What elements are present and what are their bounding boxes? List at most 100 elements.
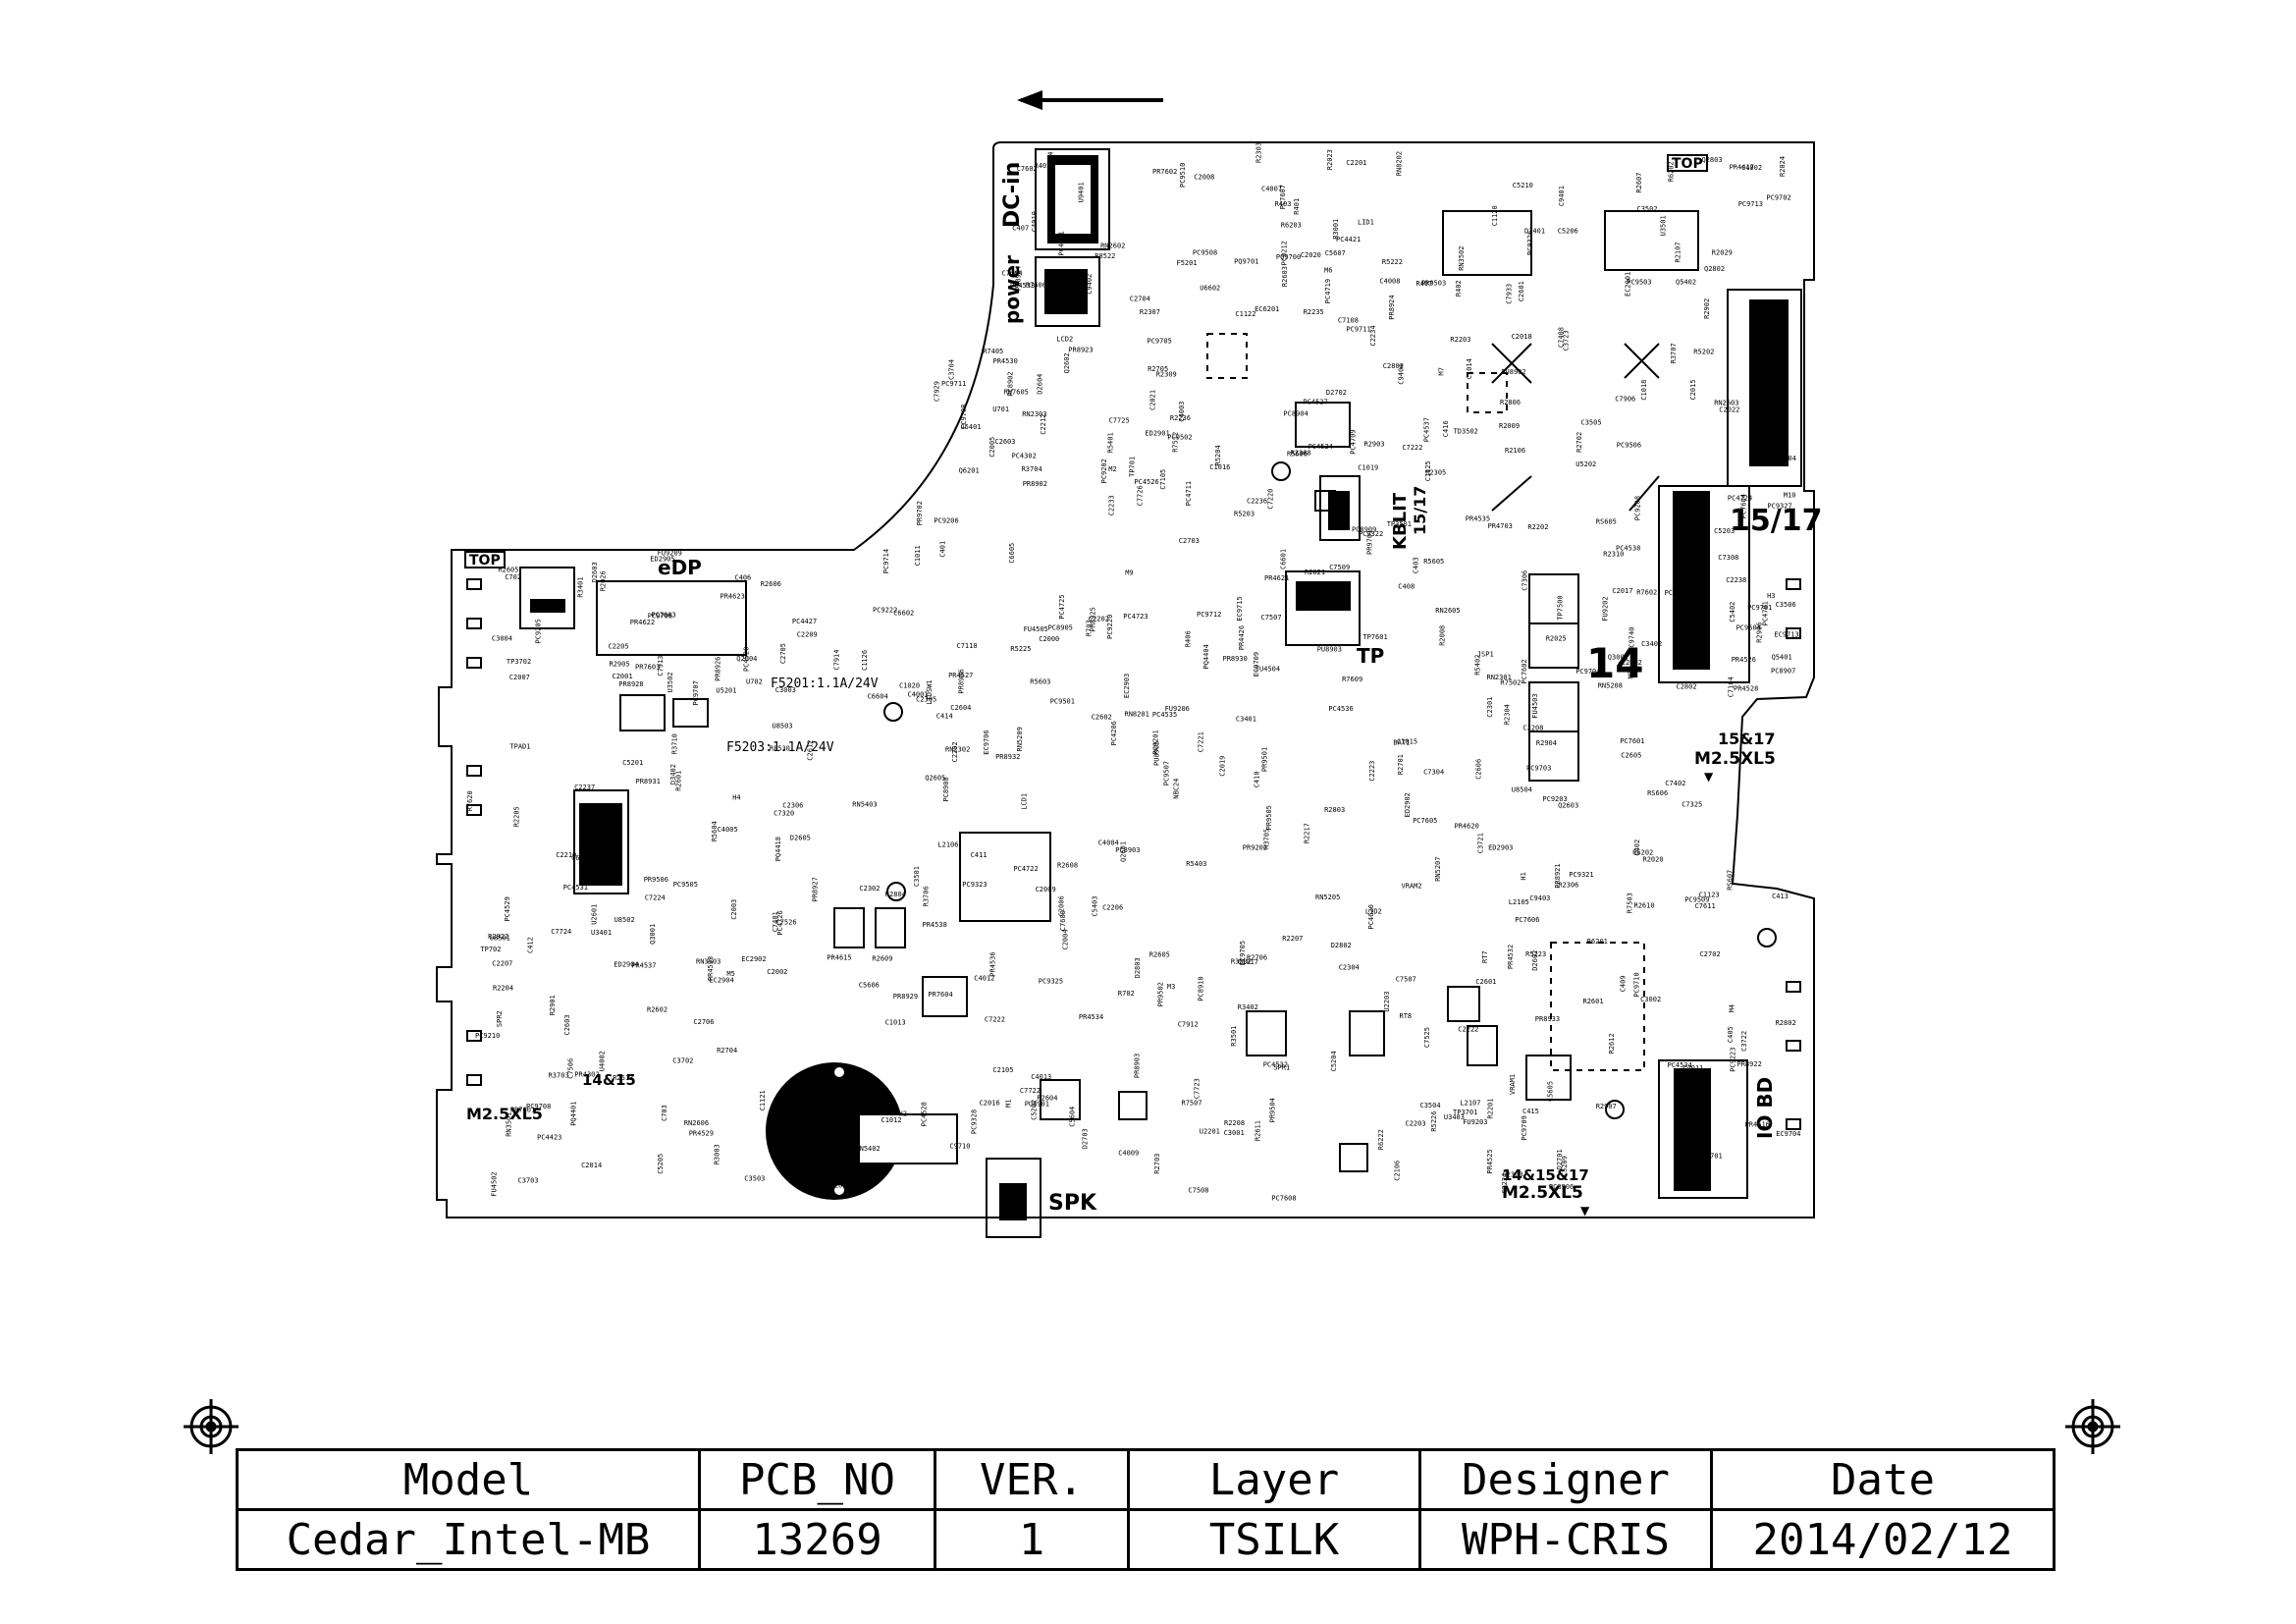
refdes-label: C408 — [1398, 583, 1415, 591]
refdes-label: PR8930 — [1223, 655, 1248, 663]
refdes-label: R5403 — [1186, 860, 1206, 868]
label-hole-bottom: 14&15&17 — [1502, 1166, 1589, 1184]
refdes-label: U2201 — [1200, 1128, 1220, 1136]
refdes-label: R5222 — [1382, 258, 1403, 266]
refdes-label: PC8901 — [1665, 589, 1689, 597]
refdes-label: PC9703 — [1526, 765, 1551, 773]
refdes-label: C2210 — [556, 851, 576, 859]
refdes-label: C1011 — [914, 545, 922, 566]
refdes-label: U8502 — [614, 916, 635, 924]
refdes-label: R7506 — [1026, 282, 1046, 290]
refdes-label: ED2904 — [614, 961, 638, 969]
refdes-label: C2209 — [797, 630, 818, 638]
board-labels: DC-in power eDP TOP TOP KBLIT 15/17 TP S… — [464, 154, 1822, 1218]
refdes-label: PC9328 — [971, 1110, 979, 1134]
refdes-label: C4005 — [718, 826, 738, 834]
refdes-label: PC9321 — [1569, 871, 1593, 879]
value-date: 2014/02/12 — [1710, 1508, 2056, 1571]
refdes-label: C7507 — [1396, 976, 1416, 984]
refdes-label: R7602 — [1636, 589, 1657, 597]
refdes-label: C402 — [1633, 839, 1641, 856]
refdes-label: C1017 — [1238, 958, 1258, 966]
refdes-label: R2806 — [1500, 399, 1521, 406]
refdes-label: D2703 — [1082, 1128, 1090, 1149]
label-hole-left: M2.5XL5 — [466, 1105, 543, 1123]
refdes-label: PC9504 — [1736, 624, 1761, 632]
refdes-label: PC9708 — [526, 1103, 551, 1110]
refdes-label: R2904 — [1536, 739, 1557, 747]
refdes-label: RS605 — [1596, 518, 1617, 526]
refdes-label: C703 — [661, 1105, 668, 1121]
vram2-pad — [1604, 210, 1699, 271]
refdes-label: H1 — [1520, 872, 1527, 880]
refdes-label: R2208 — [1224, 1119, 1245, 1127]
refdes-label: R2236 — [1170, 414, 1191, 422]
refdes-label: PR4703 — [1488, 522, 1513, 530]
refdes-label: RN2606 — [684, 1119, 709, 1127]
refdes-label: C3503 — [744, 1175, 765, 1183]
refdes-label: C7602 — [1017, 165, 1038, 173]
refdes-label: C2018 — [1512, 333, 1532, 341]
refdes-label: NBC24 — [1173, 779, 1181, 799]
refdes-label: C6605 — [1008, 543, 1016, 564]
refdes-label: R2201 — [1487, 1099, 1495, 1119]
refdes-label: C2701 — [824, 1086, 831, 1107]
refdes-label: M7 — [1438, 367, 1446, 375]
refdes-label: PC9510 — [1179, 163, 1187, 188]
refdes-label: C2002 — [767, 968, 787, 976]
refdes-label: C2603 — [994, 438, 1015, 446]
refdes-label: C7906 — [1615, 396, 1635, 404]
refdes-label: PQ9701 — [1234, 257, 1258, 265]
value-layer: TSILK — [1127, 1508, 1421, 1571]
refdes-label: R2906 — [1756, 623, 1764, 643]
refdes-label: PC9507 — [1163, 761, 1171, 785]
refdes-label: C2021 — [1148, 390, 1156, 410]
refdes-label: R5226 — [1430, 1111, 1438, 1132]
refdes-label: PR7604 — [928, 991, 952, 999]
refdes-label: PR8922 — [1737, 1060, 1762, 1068]
refdes-label: R2026 — [600, 570, 608, 591]
refdes-label: BAT1 — [1393, 739, 1410, 747]
refdes-label: PC9506 — [1617, 441, 1641, 449]
refdes-label: U8501 — [490, 934, 510, 942]
refdes-label: EC9706 — [983, 730, 990, 754]
refdes-label: PR9506 — [644, 876, 668, 884]
refdes-label: R7405 — [983, 348, 1003, 355]
refdes-label: C2604 — [950, 704, 971, 712]
refdes-label: C7912 — [1178, 1021, 1199, 1029]
refdes-label: R404 — [1780, 455, 1796, 462]
refdes-label: C3401 — [1236, 715, 1256, 723]
refdes-label: PC4711 — [1185, 481, 1193, 506]
refdes-label: R2704 — [717, 1047, 737, 1055]
refdes-label: PR4537 — [631, 961, 656, 969]
refdes-label: C7325 — [1682, 800, 1702, 808]
refdes-label: C2303 — [1503, 1171, 1523, 1179]
refdes-label: R2023 — [1326, 149, 1334, 170]
refdes-label: C3004 — [492, 634, 512, 642]
refdes-label: C2022 — [1719, 406, 1739, 413]
refdes-label: R7502 — [1500, 678, 1521, 686]
refdes-label: C2602 — [1092, 714, 1112, 722]
refdes-label: PR4530 — [993, 357, 1018, 365]
refdes-label: R7620 — [466, 790, 474, 811]
label-dc-in: DC-in — [1000, 162, 1025, 228]
connector-15-17 — [1727, 289, 1802, 487]
refdes-label: C4002 — [1741, 164, 1762, 172]
refdes-label: VRAM2 — [1402, 883, 1422, 891]
refdes-label: C416 — [1442, 420, 1450, 437]
refdes-label: C2201 — [1346, 159, 1366, 167]
refdes-label: Q2604 — [736, 655, 757, 663]
label-hole-bottom-sub: M2.5XL5 — [1502, 1183, 1583, 1203]
refdes-label: C5210 — [1513, 182, 1533, 189]
refdes-label: C9402 — [1086, 274, 1094, 295]
refdes-label: PR7602 — [1152, 168, 1177, 176]
header-model: Model — [236, 1448, 701, 1511]
refdes-label: PC4535 — [1152, 711, 1177, 719]
refdes-label: C4011 — [1682, 1064, 1703, 1072]
refdes-label: Q2603 — [1558, 802, 1578, 810]
refdes-label: RT7 — [1481, 950, 1489, 963]
header-ver: VER. — [934, 1448, 1130, 1511]
refdes-label: C2205 — [609, 643, 629, 651]
refdes-label: C7110 — [957, 642, 978, 650]
refdes-label: EC2902 — [741, 955, 766, 963]
